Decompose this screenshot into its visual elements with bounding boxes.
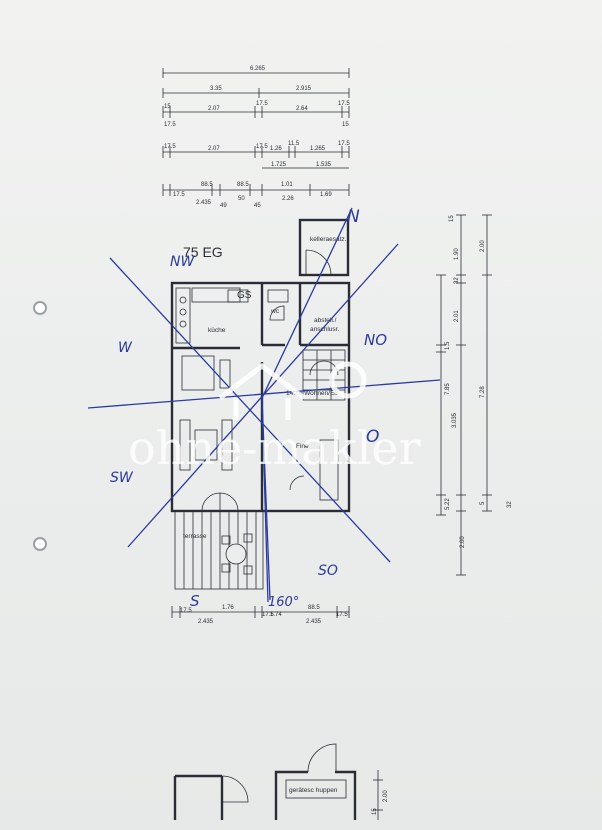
compass-so: SO (318, 563, 338, 579)
dim-total: 6.265 (250, 66, 266, 72)
dim-right-c3-a: 2.00 (480, 240, 486, 252)
compass-lines (87, 207, 441, 603)
dim-bottom-g: 1.74 (270, 612, 282, 618)
terrasse (174, 510, 264, 590)
dim-right-c2-b: 32 (454, 277, 460, 284)
room-flur: Fine (296, 443, 309, 450)
dim-right-c3-c: 5 (480, 501, 486, 505)
dim-right-c3-d: 32 (507, 501, 513, 508)
dim-right-c2-c: 2.01 (454, 310, 460, 322)
room-wohnen: 14.16 Wohnen/Eß (286, 390, 338, 397)
dim-row5-b: 88.5 (201, 182, 213, 188)
room-abstell: abstell./ (314, 317, 337, 324)
dim-row4b-b: 1.535 (316, 162, 332, 168)
dim-row2-a: 3.35 (210, 86, 222, 92)
dim-right-c2-d: 15 (449, 215, 455, 222)
compass-no: NO (364, 331, 387, 349)
right-dimensions: 7.85 1.5 3.035 5.22 1.90 32 2.01 15 2.00… (436, 214, 513, 576)
room-gs: GS (237, 290, 252, 301)
dim-shed-b: 2.00 (383, 790, 389, 802)
dim-right-c3-b: 7.28 (480, 386, 486, 398)
dim-right-c1-a: 7.85 (445, 383, 451, 395)
dim-row2-b: 2.915 (296, 86, 312, 92)
dim-row3-b: 2.07 (208, 106, 220, 112)
dim-right-c1-b: 1.5 (445, 341, 451, 350)
dim-row5b-e: 2.26 (282, 196, 294, 202)
room-geraeteschuppen: gerätesc huppen (289, 787, 338, 794)
dim-right-c1-d: 5.22 (445, 498, 451, 510)
watermark-text: ohne-makler (128, 421, 421, 475)
dim-row3b-b: 15 (342, 122, 349, 128)
dim-row4-e: 11.5 (288, 141, 300, 147)
dim-row3-d: 2.64 (296, 106, 308, 112)
dim-bottom-a: 17.5 (180, 608, 192, 614)
dim-bottom-b: 1.76 (222, 605, 234, 611)
top-dimensions: 6.265 3.35 2.915 15 2.07 17.5 2.64 17.5 … (162, 66, 350, 209)
dim-right-bottom: 2.00 (460, 536, 466, 548)
dim-row4-g: 17.5 (338, 141, 350, 147)
dim-row5b-d: 45 (254, 203, 261, 209)
dim-row3b-a: 17.5 (164, 122, 176, 128)
dim-row5-d: 1.01 (281, 182, 293, 188)
dim-row5b-f: 1.69 (320, 192, 332, 198)
bottom-dimensions: 17.5 1.76 17.5 88.5 17.5 2.435 1.74 2.43… (171, 605, 350, 625)
dim-bottom-c: 17.5 (262, 612, 274, 618)
kellerersatz-annex (298, 218, 350, 277)
dim-row3-a: 15 (164, 104, 171, 110)
dim-row5b-b: 49 (220, 203, 227, 209)
room-anschluss: anschlusr. (310, 326, 339, 333)
dim-bottom-f: 2.435 (198, 619, 214, 625)
watermark-logo (218, 361, 367, 420)
dim-row5-a: 17.5 (173, 192, 185, 198)
dim-row4-f: 1.265 (310, 146, 326, 152)
plan-title: 75 EG (183, 244, 223, 260)
dim-row4-d: 1.26 (270, 146, 282, 152)
dim-bottom-d: 88.5 (308, 605, 320, 611)
dim-row5b-c: 50 (238, 196, 245, 202)
dim-row4-a: 17.5 (164, 144, 176, 150)
dim-right-c1-c: 3.035 (452, 412, 458, 428)
room-kueche: küche (208, 327, 226, 334)
compass-n: N (347, 207, 360, 227)
compass-o: O (366, 427, 379, 447)
dim-row4-c: 17.5 (256, 144, 268, 150)
room-kellerersatz: kelleraesatz. (310, 236, 347, 243)
dim-bottom-e: 17.5 (336, 612, 348, 618)
dim-row4b-a: 1.725 (271, 162, 287, 168)
dim-row5-c: 88.5 (237, 182, 249, 188)
room-wc: wc (270, 308, 280, 315)
punch-hole-top (33, 301, 47, 315)
dim-row3-e: 17.5 (338, 101, 350, 107)
room-terrasse: terrasse (183, 533, 207, 540)
dim-row5b-a: 2.435 (196, 200, 212, 206)
dim-row3-c: 17.5 (256, 101, 268, 107)
punch-hole-bottom (33, 537, 47, 551)
compass-sw: SW (110, 470, 134, 486)
compass-w: W (118, 340, 133, 356)
geraeteschuppen (173, 743, 383, 820)
dim-shed-a: 15 (372, 808, 378, 815)
dim-bottom-h: 2.435 (306, 619, 322, 625)
dim-row4-b: 2.07 (208, 146, 220, 152)
compass-s: S (190, 592, 200, 610)
dim-right-c2-a: 1.90 (454, 248, 460, 260)
compass-angle: 160° (268, 595, 299, 610)
compass-nw: NW (170, 254, 195, 270)
